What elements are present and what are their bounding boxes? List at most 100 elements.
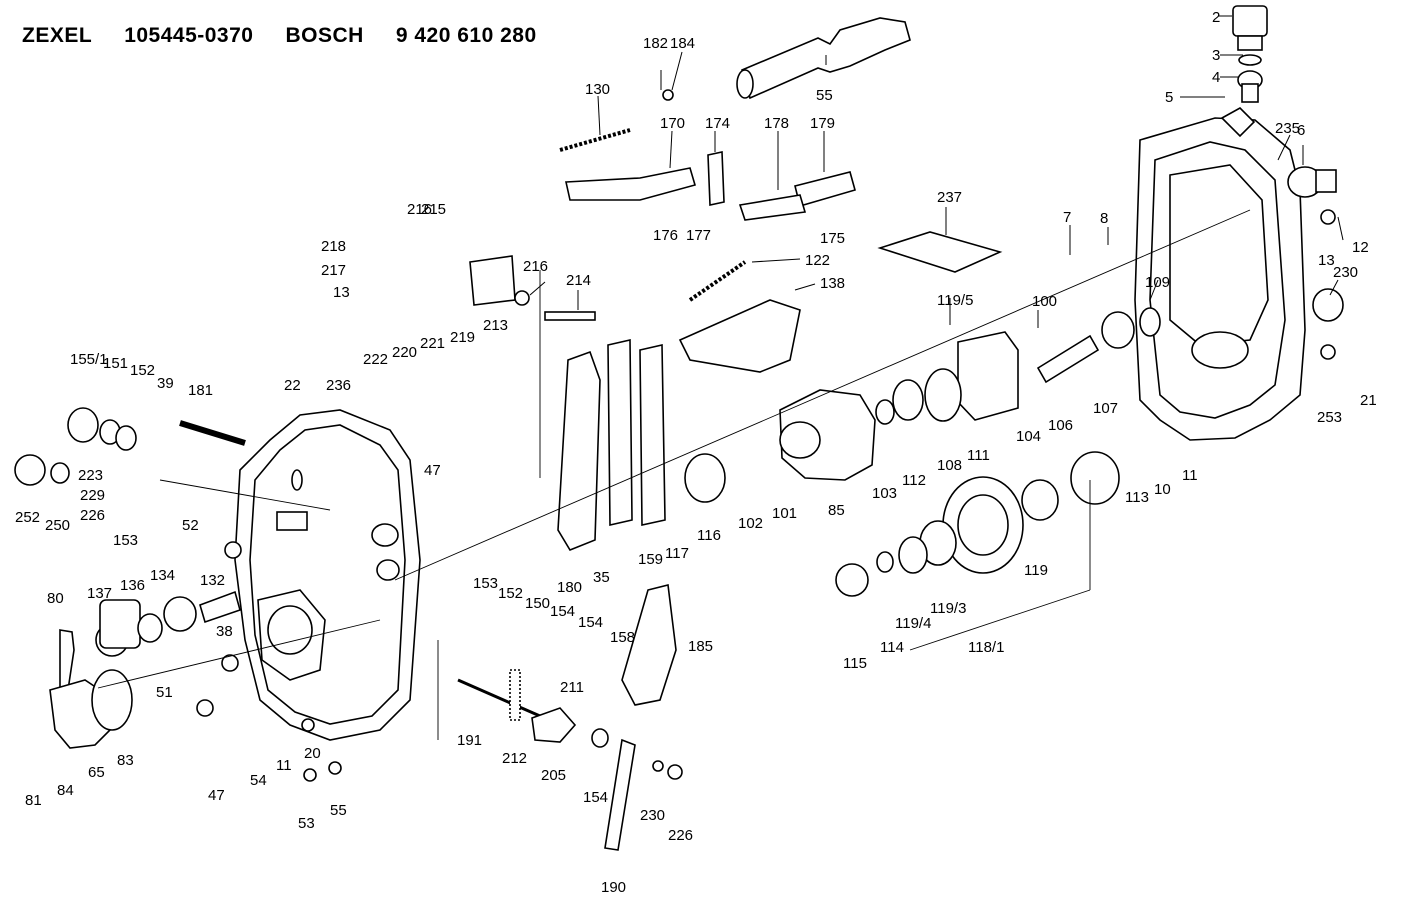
callout-179: 178 bbox=[764, 115, 789, 132]
bosch-part-number: 9 420 610 280 bbox=[395, 24, 537, 47]
left-plugs bbox=[95, 590, 241, 657]
callout-230: 229 bbox=[80, 487, 105, 504]
callout-205: 191 bbox=[457, 732, 482, 749]
flyweight-coupling bbox=[779, 389, 876, 481]
callout-47-top: 39 bbox=[157, 375, 174, 392]
callout-113: 112 bbox=[902, 472, 926, 489]
brand-label: ZEXEL bbox=[22, 24, 93, 47]
callout-35: 22 bbox=[284, 377, 301, 394]
callout-159: 158 bbox=[610, 629, 635, 646]
callout-11: 11 bbox=[1182, 467, 1198, 484]
callout-236: 235 bbox=[1275, 120, 1300, 137]
callout-211: 205 bbox=[541, 767, 566, 784]
governor-housing-right bbox=[1134, 117, 1306, 441]
callout-6: 6 bbox=[1297, 122, 1305, 139]
callout-114: 113 bbox=[1125, 489, 1149, 506]
left-caps bbox=[14, 407, 137, 486]
callout-119: 118/1 bbox=[968, 639, 1004, 656]
callout-175: 174 bbox=[705, 115, 730, 132]
callout-134: 132 bbox=[200, 572, 225, 589]
callout-153: 152 bbox=[130, 362, 155, 379]
callout-21: 20 bbox=[304, 745, 321, 762]
callout-103: 102 bbox=[738, 515, 763, 532]
parts-drawing bbox=[14, 5, 1344, 851]
callout-154-center: 154 bbox=[550, 603, 575, 620]
callout-101: 100 bbox=[1032, 293, 1057, 310]
callout-190: 185 bbox=[688, 638, 713, 655]
callout-47-right: 47 bbox=[424, 462, 441, 479]
callout-226-lower: 226 bbox=[668, 827, 693, 844]
callout-81: 80 bbox=[47, 590, 64, 607]
callout-119-4: 119/3 bbox=[930, 600, 966, 617]
callout-213: 212 bbox=[502, 750, 527, 767]
callout-136: 134 bbox=[150, 567, 175, 584]
callout-214: 213 bbox=[483, 317, 508, 334]
callout-184: 182 bbox=[643, 35, 668, 52]
callout-55: 54 bbox=[250, 772, 267, 789]
callout-108: 107 bbox=[1093, 400, 1118, 417]
zexel-part-number: 105445-0370 bbox=[124, 24, 254, 47]
callout-119-5: 119/4 bbox=[895, 615, 931, 632]
callout-115: 114 bbox=[880, 639, 904, 656]
callout-54: 53 bbox=[298, 815, 315, 832]
callout-182: 181 bbox=[188, 382, 213, 399]
callout-119-3: 119 bbox=[1024, 562, 1048, 579]
callout-177: 176 bbox=[653, 227, 678, 244]
callout-130: 122 bbox=[805, 252, 830, 269]
callout-180: 179 bbox=[810, 115, 835, 132]
callout-230-lower: 230 bbox=[640, 807, 665, 824]
callout-10: 10 bbox=[1154, 481, 1171, 498]
callout-117: 116 bbox=[697, 527, 721, 544]
callout-53: 52 bbox=[182, 517, 199, 534]
callout-154-lower: 154 bbox=[583, 789, 608, 806]
callout-116: 115 bbox=[843, 655, 867, 672]
assembly-axes bbox=[97, 209, 1251, 740]
callout-137: 136 bbox=[120, 577, 145, 594]
callout-109: 108 bbox=[937, 457, 962, 474]
callout-85: 84 bbox=[57, 782, 74, 799]
callout-252: 250 bbox=[45, 517, 70, 534]
callout-8: 8 bbox=[1100, 210, 1108, 227]
callout-176: 175 bbox=[820, 230, 845, 247]
center-linkage bbox=[557, 339, 666, 551]
callout-13-right-lower: 253 bbox=[1317, 409, 1342, 426]
callout-185: 184 bbox=[670, 35, 695, 52]
callout-65: 55 bbox=[816, 87, 833, 104]
oem-label: BOSCH bbox=[285, 24, 364, 47]
callout-20: 11 bbox=[276, 757, 292, 774]
callout-138: 137 bbox=[87, 585, 112, 602]
callout-226: 223 bbox=[78, 467, 103, 484]
callout-150: 138 bbox=[820, 275, 845, 292]
callout-22: 21 bbox=[1360, 392, 1377, 409]
callout-107: 106 bbox=[1048, 417, 1073, 434]
callout-222: 221 bbox=[420, 335, 445, 352]
callout-151: 150 bbox=[525, 595, 550, 612]
callout-11-left: 13 bbox=[333, 284, 350, 301]
callout-2: 2 bbox=[1212, 9, 1220, 26]
callout-178: 177 bbox=[686, 227, 711, 244]
callout-237: 236 bbox=[326, 377, 351, 394]
callout-181: 180 bbox=[557, 579, 582, 596]
callout-221: 220 bbox=[392, 344, 417, 361]
callout-217: 216 bbox=[407, 201, 432, 218]
callout-labels: 2 3 4 5 6 7 8 10 11 12 13 13 11 20 21 22… bbox=[15, 9, 1377, 896]
callout-38: 35 bbox=[593, 569, 610, 586]
callout-170: 159 bbox=[638, 551, 663, 568]
callout-158: 155/1 bbox=[70, 351, 108, 368]
callout-leaders bbox=[529, 15, 1344, 328]
callout-174: 170 bbox=[660, 115, 685, 132]
callout-220: 219 bbox=[450, 329, 475, 346]
callout-212: 211 bbox=[560, 679, 584, 696]
callout-13: 13 bbox=[1318, 252, 1335, 269]
callout-153-center: 153 bbox=[473, 575, 498, 592]
callout-100: 85 bbox=[828, 502, 845, 519]
callout-106: 104 bbox=[1016, 428, 1041, 445]
callout-51: 47 bbox=[208, 787, 225, 804]
callout-12: 12 bbox=[1352, 239, 1369, 256]
callout-155-1: 154 bbox=[578, 614, 603, 631]
callout-132: 130 bbox=[585, 81, 610, 98]
callout-7: 7 bbox=[1063, 209, 1071, 226]
callout-102: 101 bbox=[772, 505, 797, 522]
callout-83: 81 bbox=[25, 792, 42, 809]
